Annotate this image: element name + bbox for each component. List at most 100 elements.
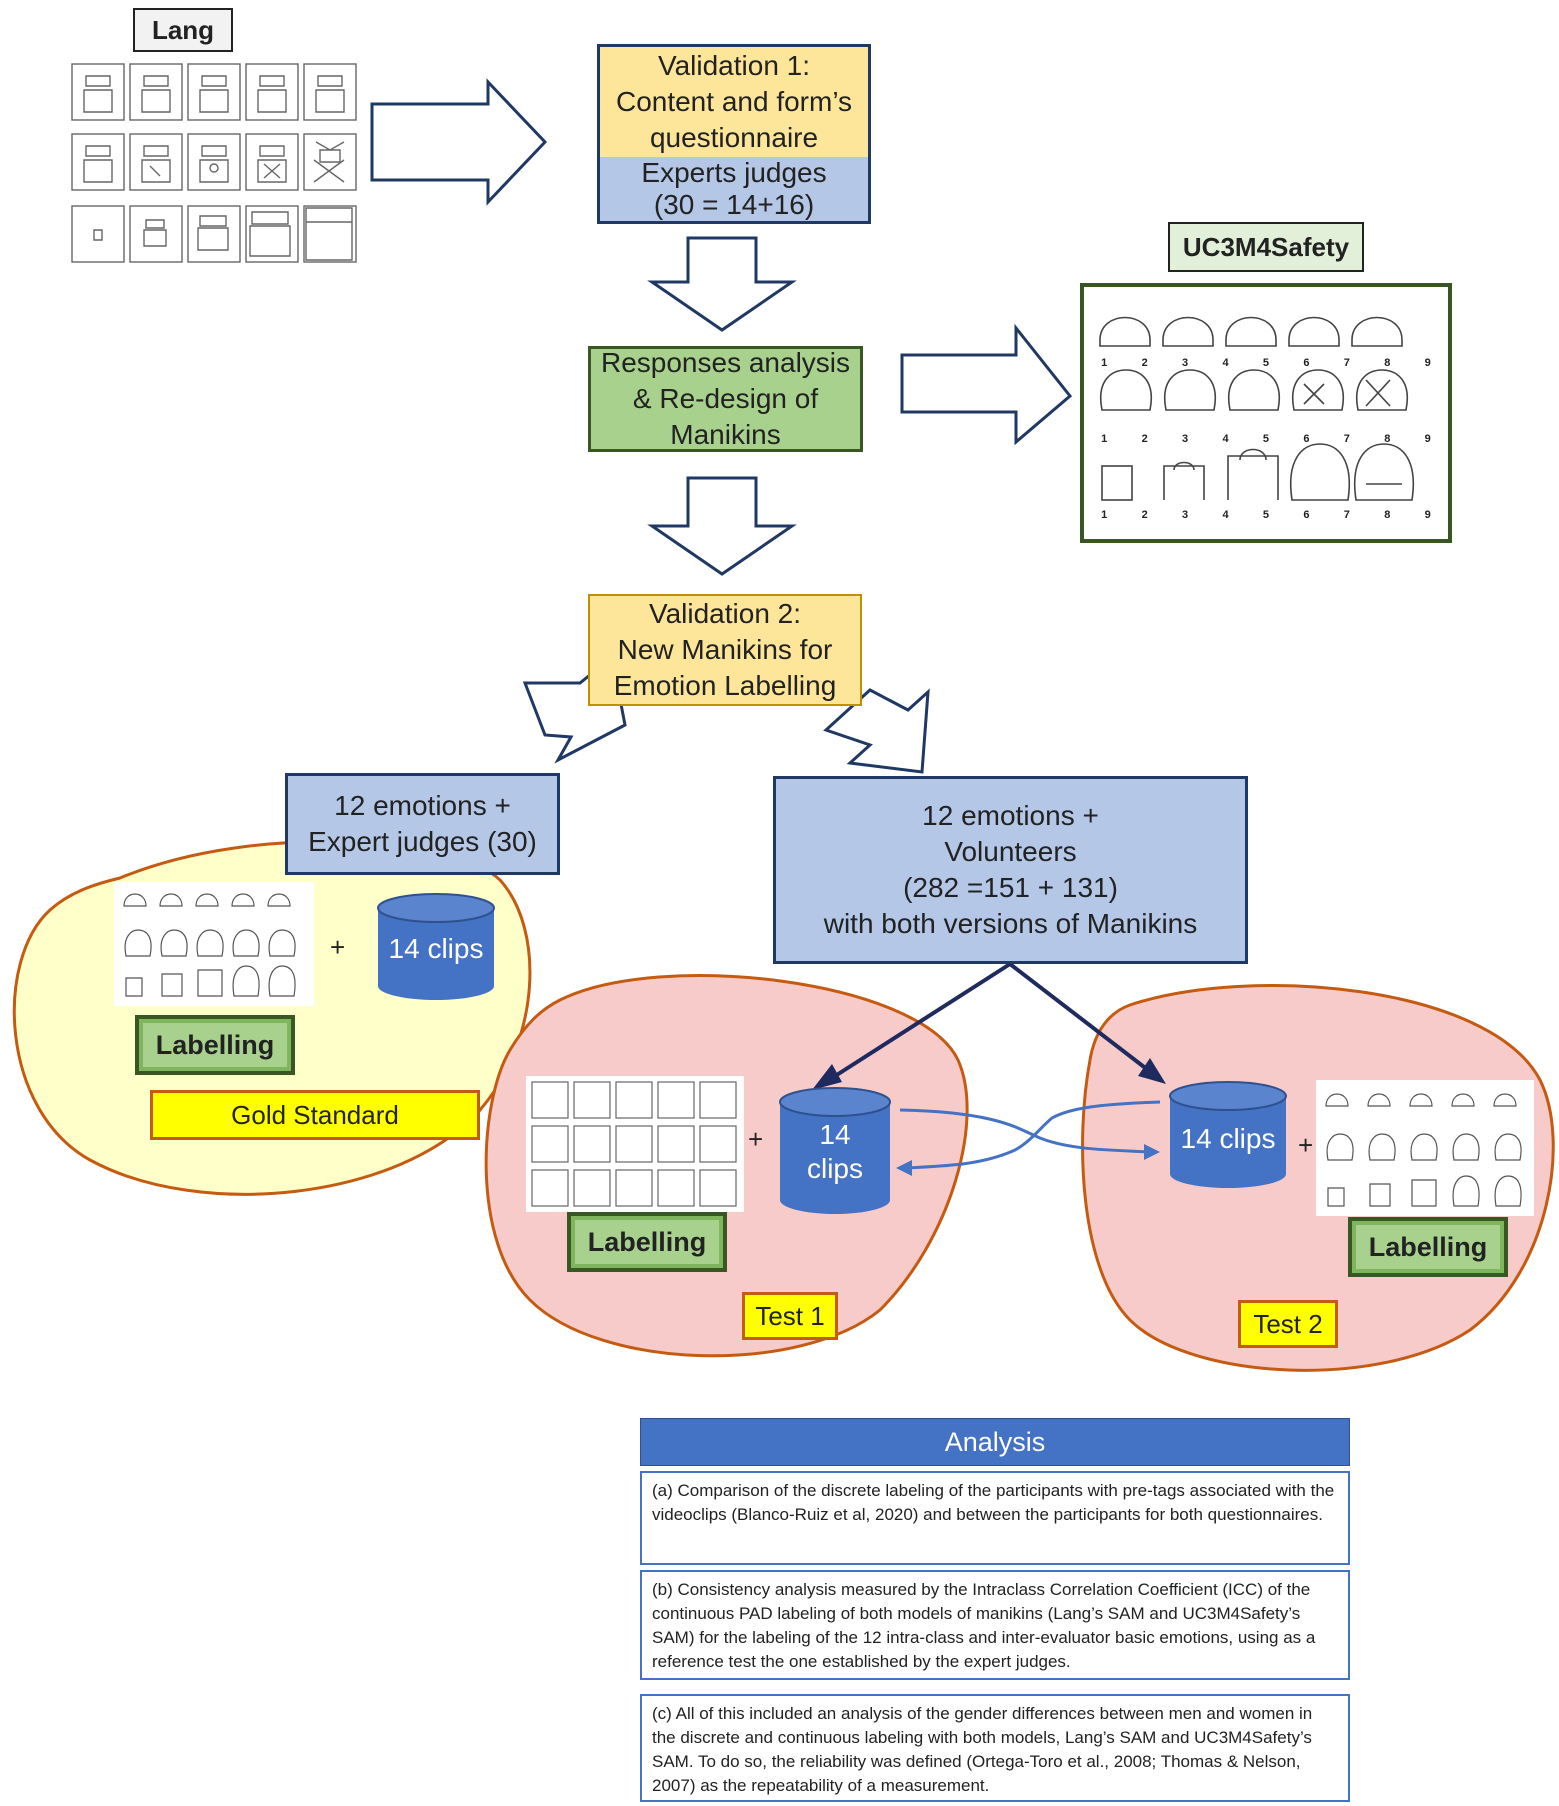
grid-number: 6 (1303, 509, 1310, 521)
analysis-item-c: (c) All of this included an analysis of … (640, 1694, 1350, 1802)
gold-labelling-label: Labelling (155, 1029, 275, 1060)
test1-badge: Test 1 (742, 1292, 838, 1340)
uc3m-row3-numbers: 1 2 3 4 5 6 7 8 9 (1084, 509, 1448, 521)
grid-number: 5 (1262, 357, 1270, 369)
experts-judges-line: (30 = 14+16) (653, 189, 815, 220)
arrow-volunteers-to-test2 (1008, 962, 1150, 1072)
gold-standard-label: Gold Standard (231, 1099, 399, 1130)
test2-clips-label: 14 clips (1180, 1123, 1276, 1154)
gold-labelling-button[interactable]: Labelling (135, 1015, 295, 1075)
grid-number: 8 (1384, 357, 1391, 369)
arrow-responses-to-uc3m (900, 323, 1073, 446)
volunteers-box: 12 emotions + Volunteers (282 =151 + 131… (773, 776, 1248, 964)
grid-number: 7 (1343, 357, 1350, 369)
grid-number: 2 (1141, 509, 1148, 521)
grid-number: 8 (1384, 509, 1391, 521)
grid-number: 2 (1141, 357, 1148, 369)
grid-number: 9 (1424, 509, 1431, 521)
analysis-header: Analysis (640, 1418, 1350, 1466)
grid-number: 6 (1303, 357, 1310, 369)
test1-sam-grid (526, 1076, 744, 1212)
arrow-head-to-test2 (1144, 1144, 1160, 1160)
grid-number: 4 (1222, 357, 1229, 369)
test2-label: Test 2 (1253, 1308, 1323, 1339)
uc3m-sheet-frame: 1 2 3 4 5 6 7 8 9 1 2 3 4 5 6 7 8 9 1 2 3 4 5 6 7 8 9 (1080, 283, 1452, 543)
uc3m-note: UC3M4Safety (1168, 222, 1364, 272)
grid-number: 5 (1262, 433, 1270, 445)
arrow-volunteers-to-test1 (830, 962, 1012, 1080)
analysis-item-a: (a) Comparison of the discrete labeling … (640, 1471, 1350, 1565)
grid-number: 3 (1182, 433, 1189, 445)
gold-clips-cylinder (377, 893, 495, 1000)
validation1-line: Validation 1: (657, 50, 811, 81)
grid-number: 1 (1101, 433, 1108, 445)
grid-number: 9 (1424, 357, 1431, 369)
grid-number: 4 (1222, 433, 1229, 445)
volunteers-line: 12 emotions + (922, 800, 1099, 831)
test2-plus: + (1298, 1130, 1314, 1160)
validation2-line: Validation 2: (648, 598, 802, 629)
test1-clips-line: clips (806, 1153, 863, 1184)
test1-clips-cylinder (779, 1087, 891, 1214)
test2-clips-cylinder (1169, 1081, 1287, 1188)
volunteers-line: with both versions of Manikins (823, 908, 1198, 939)
test2-labelling-label: Labelling (1368, 1231, 1488, 1262)
experts-judges-line: Experts judges (641, 157, 827, 188)
grid-number: 7 (1343, 509, 1350, 521)
grid-number: 8 (1384, 433, 1391, 445)
gold-standard-badge: Gold Standard (150, 1090, 480, 1140)
arrow-lang-to-validation1 (370, 78, 548, 206)
grid-number: 4 (1222, 509, 1229, 521)
validation2-box: Validation 2: New Manikins for Emotion L… (588, 594, 862, 706)
grid-number: 5 (1262, 509, 1270, 521)
validation2-line: Emotion Labelling (613, 670, 837, 701)
responses-line: Responses analysis (600, 347, 851, 378)
responses-analysis-box: Responses analysis & Re-design of Maniki… (588, 346, 863, 452)
uc3m-row1-numbers: 1 2 3 4 5 6 7 8 9 (1084, 357, 1448, 369)
validation1-box: Validation 1: Content and form’s questio… (600, 47, 868, 157)
grid-number: 3 (1182, 357, 1189, 369)
grid-number: 1 (1101, 357, 1108, 369)
test1-label: Test 1 (755, 1300, 825, 1331)
grid-number: 3 (1182, 509, 1189, 521)
validation1-line: questionnaire (649, 122, 819, 153)
test1-clips-label: 14 clips (780, 1118, 890, 1186)
test2-badge: Test 2 (1238, 1300, 1338, 1348)
expert-judges-line: Expert judges (30) (308, 826, 537, 857)
validation1-line: Content and form’s (615, 86, 853, 117)
volunteers-line: (282 =151 + 131) (903, 872, 1118, 903)
experts-judges-box: Experts judges (30 = 14+16) (600, 157, 868, 221)
validation2-line: New Manikins for (617, 634, 833, 665)
test1-clips-line: 14 (819, 1119, 851, 1150)
lang-note: Lang (133, 8, 233, 52)
arrow-test2-to-test1 (904, 1100, 1161, 1170)
test1-labelling-label: Labelling (587, 1226, 707, 1257)
volunteers-line: Volunteers (944, 836, 1077, 867)
test1-plus: + (748, 1124, 764, 1154)
test2-labelling-button[interactable]: Labelling (1348, 1217, 1508, 1277)
lang-note-label: Lang (151, 14, 215, 45)
responses-line: Manikins (670, 419, 781, 450)
arrow-validation1-to-responses (647, 236, 797, 332)
lang-sam-grid (71, 63, 357, 263)
analysis-item-b: (b) Consistency analysis measured by the… (640, 1570, 1350, 1680)
gold-clips-label: 14 clips (388, 933, 484, 964)
gold-sam-grid (114, 882, 314, 1006)
arrow-head-test2 (1138, 1058, 1166, 1084)
analysis-title: Analysis (944, 1426, 1046, 1457)
test1-labelling-button[interactable]: Labelling (567, 1212, 727, 1272)
test2-sam-grid (1316, 1080, 1534, 1216)
expert-judges-12-box: 12 emotions + Expert judges (30) (285, 773, 560, 875)
expert-judges-line: 12 emotions + (334, 790, 511, 821)
grid-number: 2 (1141, 433, 1148, 445)
gold-plus: + (330, 932, 346, 962)
responses-line: & Re-design of (632, 383, 819, 414)
grid-number: 7 (1343, 433, 1350, 445)
arrow-responses-to-validation2 (647, 476, 797, 576)
grid-number: 1 (1101, 509, 1108, 521)
arrow-head-test1 (812, 1064, 842, 1090)
arrow-validation2-to-volunteers (823, 688, 930, 774)
arrow-head-to-test1 (896, 1160, 912, 1176)
